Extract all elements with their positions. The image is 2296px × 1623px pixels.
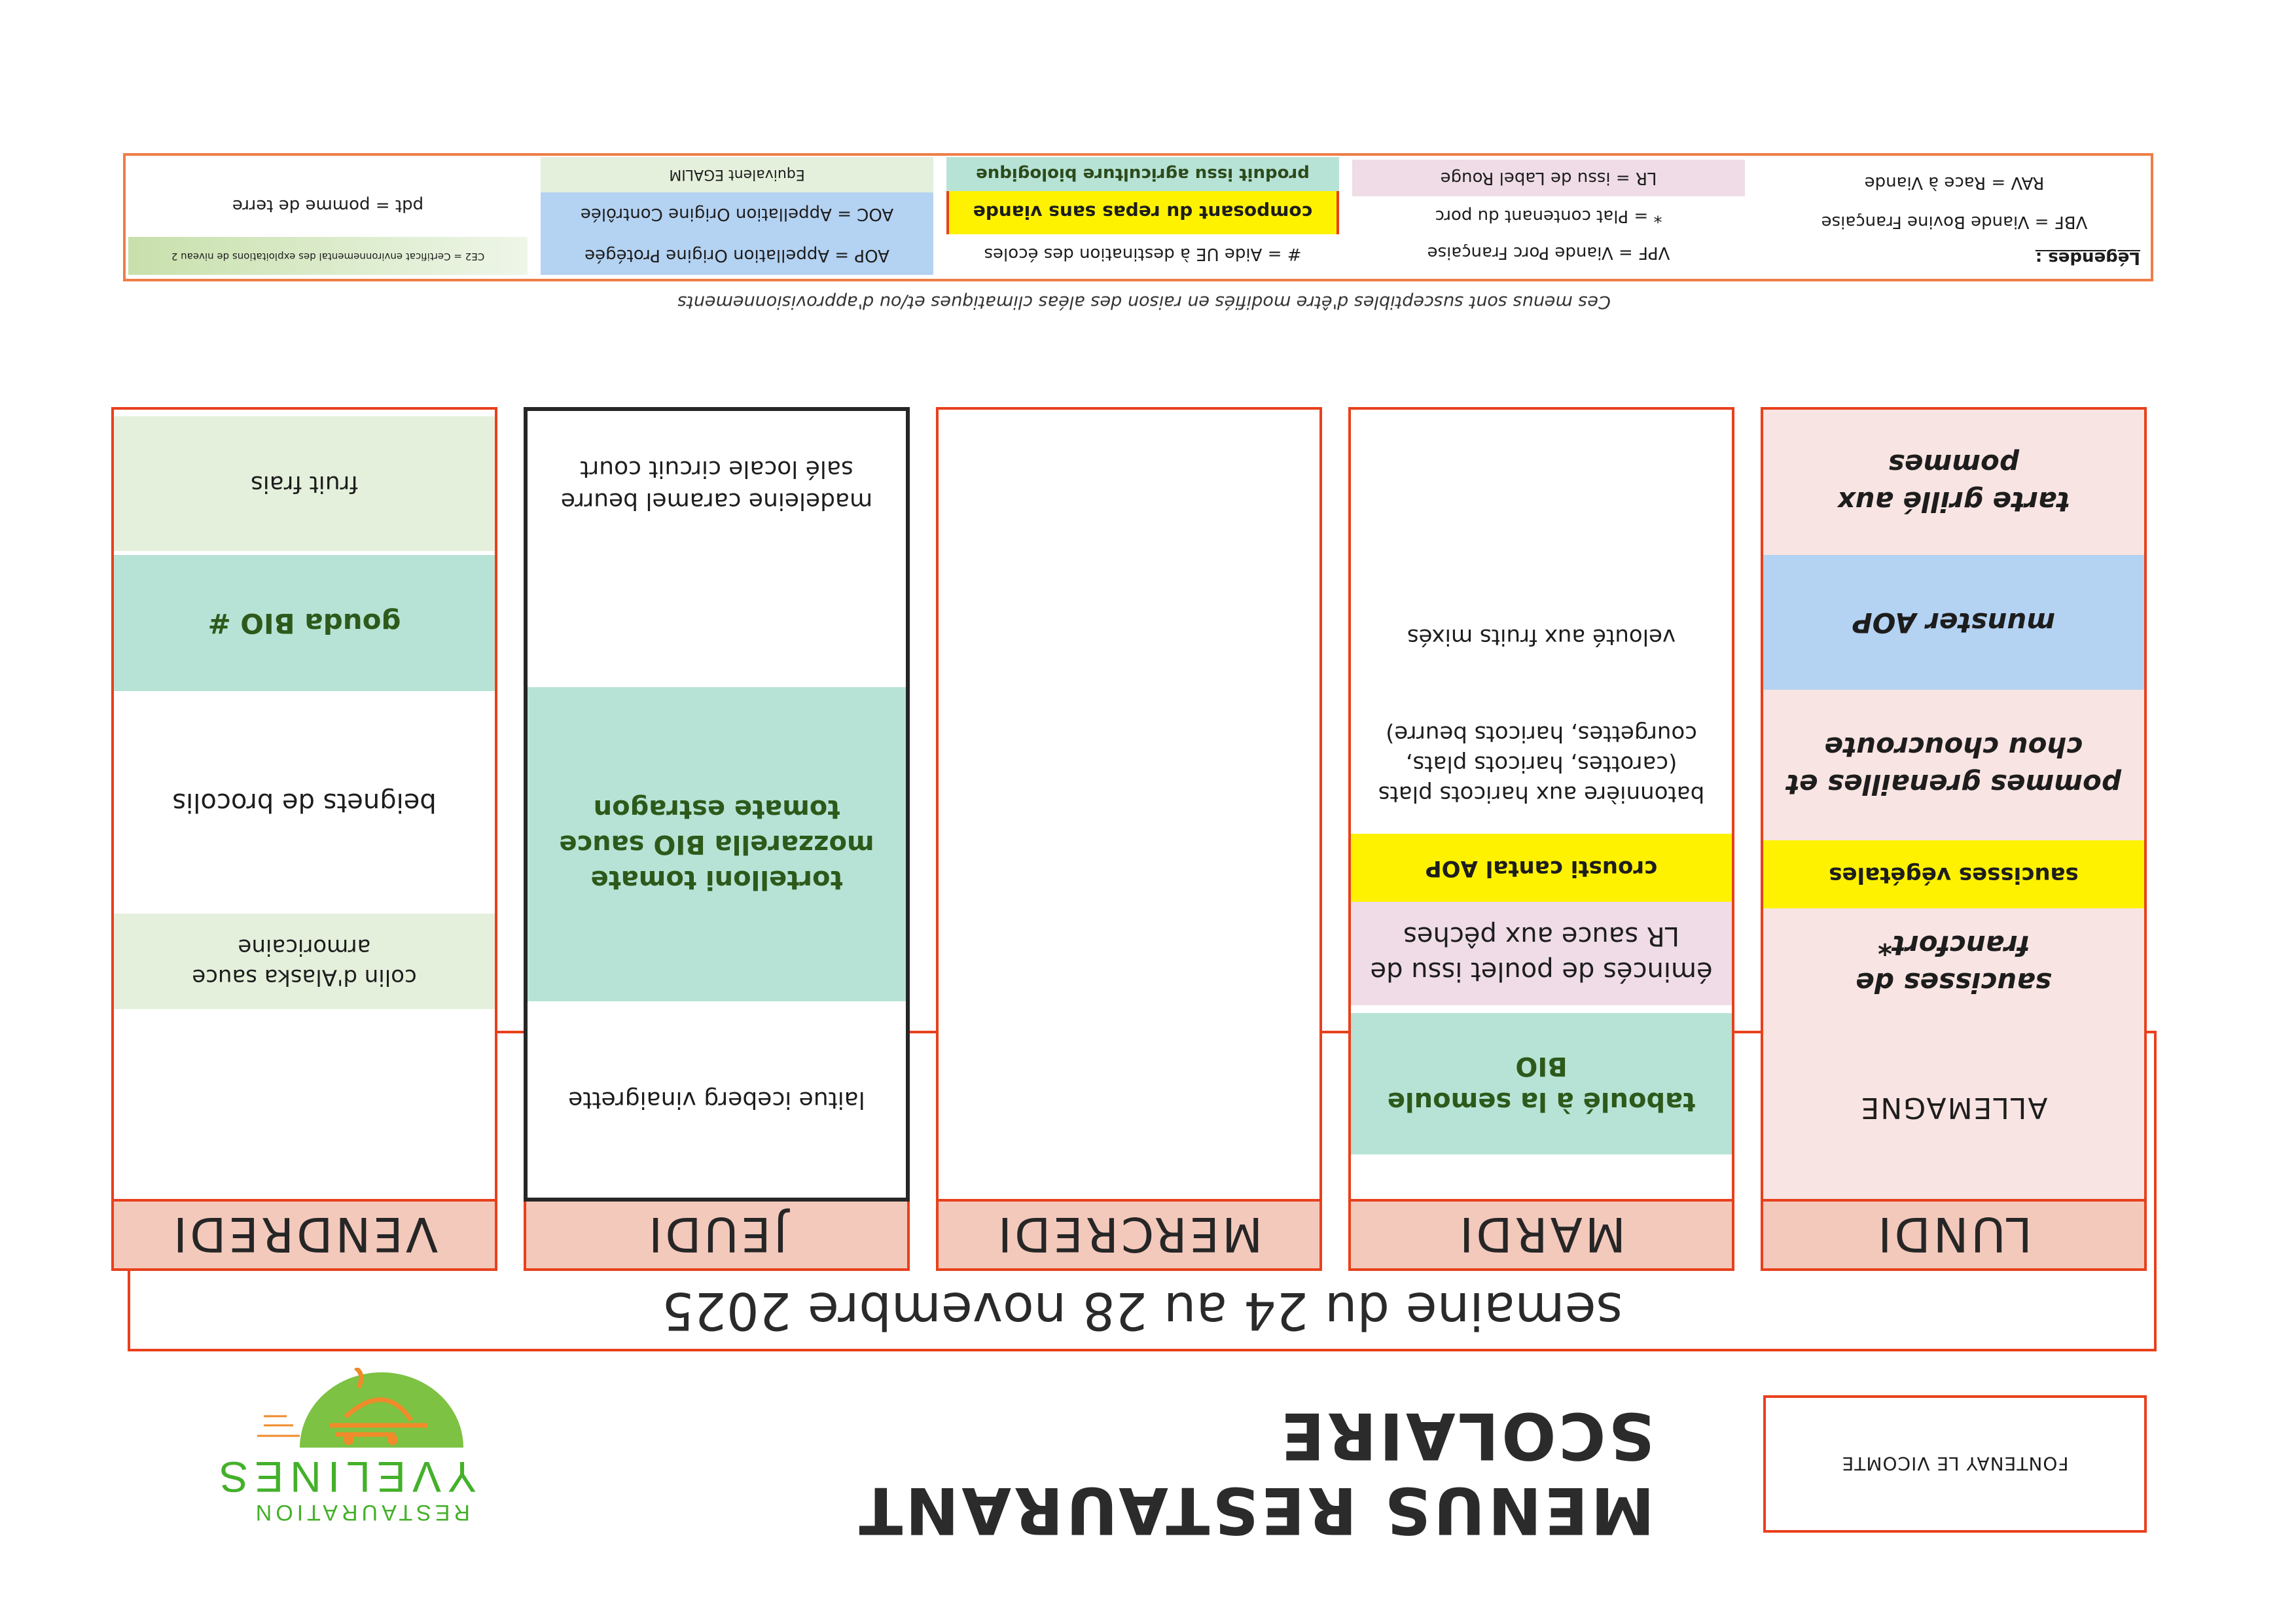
legend-column: # = Aide UE à destination des écoles com… xyxy=(946,157,1339,275)
school-name-box: FONTENAY LE VICOMTE xyxy=(1763,1395,2147,1533)
legend-egalim: Equivalent EGALIM xyxy=(541,157,933,192)
logo-text-restauration: RESTAURATION xyxy=(252,1500,470,1525)
logo-bowl-icon xyxy=(300,1372,463,1448)
menu-item-side: pommes grenailles et chou choucroute xyxy=(1763,690,2144,840)
legend-vegetarian: composant du repas sans viande xyxy=(946,191,1339,234)
menu-item-starter: laitue iceberg vinaigrette xyxy=(568,1086,865,1114)
legend-pork: * = Plat contenant du porc xyxy=(1435,206,1662,226)
legend-rav: RAV = Race à Viande xyxy=(1864,173,2045,192)
menu-item-label-rouge: émincés de poulet issu de LR sauce aux p… xyxy=(1351,902,1732,1005)
day-header: MARDI xyxy=(1348,1198,1734,1271)
day-column-mardi: MARDI taboulé à la semoule BIO émincés d… xyxy=(1348,322,1734,1271)
menu-item-dessert: madeleine caramel beurre salé locale cir… xyxy=(560,455,873,514)
menu-item-side: batonnière aux haricots plats (carottes,… xyxy=(1378,721,1705,807)
menu-item-dessert: velouté aux fruits mixés xyxy=(1407,623,1676,650)
legend-column: VPF = Viande Porc Française * = Plat con… xyxy=(1352,157,1745,275)
logo-dot-icon xyxy=(344,1435,354,1445)
legend-pdt: pdt = pomme de terre xyxy=(232,196,424,215)
menu-item-main: saucisses de francfort* xyxy=(1856,929,2052,999)
day-column-jeudi: JEUDI laitue iceberg vinaigrette tortell… xyxy=(524,322,910,1271)
menu-item-vegetarian: saucisses végétales xyxy=(1763,840,2144,908)
menu-item-bio: taboulé à la semoule BIO xyxy=(1351,1013,1732,1154)
day-header: JEUDI xyxy=(524,1198,910,1271)
day-column-vendredi: VENDREDI colin d'Alaska sauce armoricain… xyxy=(111,322,497,1271)
legend-column: Légendes : VBF = Viande Bovine Française… xyxy=(1758,157,2151,275)
legend-vbf: VBF = Viande Bovine Française xyxy=(1821,212,2088,232)
week-range: semaine du 24 au 28 novembre 2025 xyxy=(661,1281,1623,1340)
logo-speed-lines-icon xyxy=(257,1415,300,1437)
legend-ue: # = Aide UE à destination des écoles xyxy=(984,244,1302,264)
day-menu: ALLEMAGNE saucisses de francfort* saucis… xyxy=(1761,407,2147,1202)
day-header: LUNDI xyxy=(1761,1198,2147,1271)
yvelines-restauration-logo: RESTAURATION YVELINES xyxy=(213,1366,490,1531)
day-menu: taboulé à la semoule BIO émincés de poul… xyxy=(1348,407,1734,1202)
day-menu-empty xyxy=(936,407,1322,1202)
menu-item-dessert: fruit frais xyxy=(114,416,495,551)
day-header: MERCREDI xyxy=(936,1198,1322,1271)
legend-column: CE2 = Certificat environnemental des exp… xyxy=(128,157,528,275)
menu-theme: ALLEMAGNE xyxy=(1859,1090,2048,1124)
menu-item-bio: tortelloni tomate mozzarella BIO sauce t… xyxy=(528,687,906,1001)
menu-item-egalim: colin d'Alaska sauce armoricaine xyxy=(114,914,495,1009)
day-menu: laitue iceberg vinaigrette tortelloni to… xyxy=(524,407,910,1202)
legend-column: AOP = Appellation Origine Protégée AOC =… xyxy=(541,157,933,275)
day-header: VENDREDI xyxy=(111,1198,497,1271)
menu-item-vegetarian: crousti cantal AOP xyxy=(1351,834,1732,902)
school-name: FONTENAY LE VICOMTE xyxy=(1841,1453,2069,1475)
legend-aop: AOP = Appellation Origine Protégée xyxy=(541,236,933,275)
legend-label-rouge: LR = issu de Label Rouge xyxy=(1352,160,1745,196)
logo-graphic: RESTAURATION YVELINES xyxy=(213,1366,476,1525)
day-menu: colin d'Alaska sauce armoricaine beignet… xyxy=(111,407,497,1202)
menu-item-aop: munster AOP xyxy=(1763,555,2144,690)
legend-bio: produit issu agriculture biologique xyxy=(946,157,1339,191)
legend-vpf: VPF = Viande Porc Française xyxy=(1427,243,1670,262)
legend-box: Légendes : VBF = Viande Bovine Française… xyxy=(123,153,2153,281)
day-column-lundi: LUNDI ALLEMAGNE saucisses de francfort* … xyxy=(1761,322,2147,1271)
page-title: MENUS RESTAURANT SCOLAIRE xyxy=(856,1398,1655,1547)
logo-chef-icon xyxy=(329,1366,427,1437)
day-column-mercredi: MERCREDI xyxy=(936,322,1322,1271)
legend-title: Légendes : xyxy=(2035,248,2140,268)
logo-text-yvelines: YVELINES xyxy=(215,1453,476,1501)
menu-item-bio: gouda BIO # xyxy=(114,555,495,691)
logo-dot-icon xyxy=(387,1435,398,1445)
menu-item-dessert: tarte grillé aux pommes xyxy=(1837,448,2070,518)
legend-aoc: AOC = Appellation Origine Contrôlée xyxy=(541,192,933,236)
legend-ce2: CE2 = Certificat environnemental des exp… xyxy=(128,237,528,275)
menu-item-side: beignets de brocolis xyxy=(172,787,437,817)
disclaimer-note: Ces menus sont susceptibles d'être modif… xyxy=(677,292,1611,313)
